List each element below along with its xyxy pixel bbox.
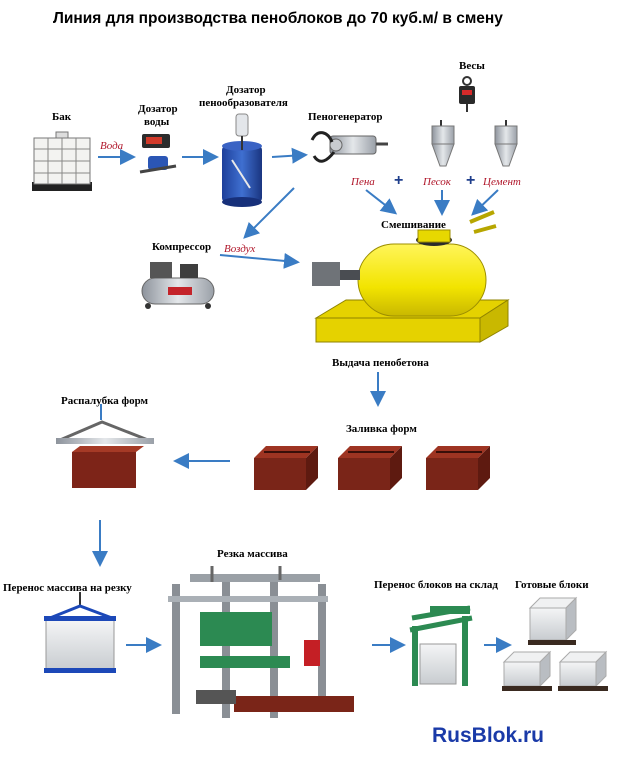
- label-water-doser-line2: воды: [144, 116, 170, 128]
- flow-label-air: Воздух: [224, 243, 256, 255]
- flow-label-water: Вода: [100, 140, 124, 152]
- finished-block-image-2: [502, 650, 552, 691]
- label-mixing: Смешивание: [381, 219, 446, 231]
- arrow-air-diagonal: [243, 187, 295, 239]
- cement-hopper-image: [494, 120, 518, 167]
- label-tank: Бак: [52, 111, 72, 123]
- scales-image: [459, 76, 475, 112]
- arrow-foam-to-mixer: [365, 189, 398, 215]
- label-transfer-to-cutting: Перенос массива на резку: [3, 582, 132, 594]
- arrow-cement-to-mixer: [471, 189, 499, 216]
- label-demolding: Распалубка форм: [61, 395, 149, 407]
- mold-image-2: [338, 446, 402, 490]
- label-scales: Весы: [459, 60, 485, 72]
- water-doser-image: [139, 134, 177, 174]
- transfer-to-cutting-image: [44, 592, 116, 673]
- flow-arrows: [92, 147, 512, 653]
- mixer-image: [312, 210, 510, 343]
- arrow-air-to-mixer: [219, 252, 300, 269]
- label-foam-doser-line1: Дозатор: [226, 84, 266, 96]
- flow-label-cement: Цемент: [483, 176, 521, 188]
- label-filling: Заливка форм: [346, 423, 417, 435]
- label-foam-doser-line2: пенообразователя: [199, 97, 288, 109]
- finished-block-image-3: [558, 650, 608, 691]
- mold-image-1: [254, 446, 318, 490]
- transfer-to-storage-image: [409, 605, 473, 686]
- label-cutting: Резка массива: [217, 548, 288, 560]
- compressor-image: [141, 262, 215, 309]
- demolding-image: [56, 404, 154, 488]
- tank-image: [32, 131, 92, 191]
- sand-hopper-image: [431, 120, 455, 167]
- label-foam-generator: Пеногенератор: [308, 111, 383, 123]
- label-water-doser-line1: Дозатор: [138, 103, 178, 115]
- label-transfer-to-storage: Перенос блоков на склад: [374, 579, 498, 591]
- foam-generator-image: [310, 131, 388, 163]
- cutting-machine-image: [168, 566, 354, 718]
- label-compressor: Компрессор: [152, 241, 212, 253]
- brand-logo-text: RusBlok.ru: [432, 724, 545, 747]
- plus-sign-2: +: [466, 172, 476, 189]
- mold-image-3: [426, 446, 490, 490]
- plus-sign-1: +: [394, 172, 404, 189]
- finished-block-image-1: [528, 596, 578, 645]
- label-finished-blocks: Готовые блоки: [515, 579, 589, 591]
- flow-label-sand: Песок: [423, 176, 451, 188]
- label-output: Выдача пенобетона: [332, 357, 429, 369]
- foam-doser-image: [222, 113, 262, 207]
- arrow-foam-doser-to-generator: [271, 147, 308, 164]
- page-title: Линия для производства пеноблоков до 70 …: [53, 10, 503, 27]
- flow-label-foam: Пена: [351, 176, 375, 188]
